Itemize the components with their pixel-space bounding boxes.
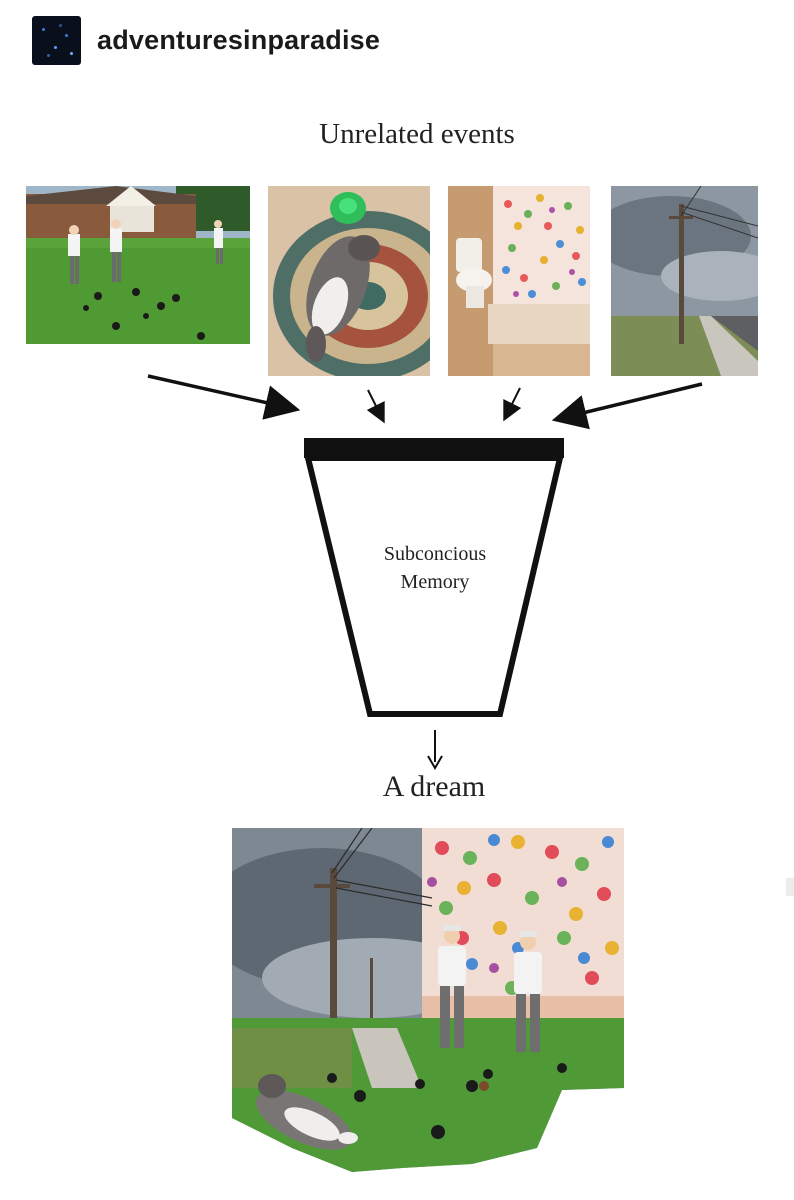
lawn-bowling-photo [26,186,250,344]
post-header: adventuresinparadise [32,14,380,66]
starfield-avatar-icon[interactable] [32,15,81,65]
scroll-indicator[interactable] [786,878,794,896]
funnel-label-line2: Memory [400,571,470,593]
funnel-label-line1: Subconcious [383,543,487,565]
bathroom-photo [448,186,590,376]
username-link[interactable]: adventuresinparadise [97,24,381,55]
result-label: A dream [382,770,486,803]
dream-collage-photo [232,828,624,1174]
output-arrow [425,728,445,770]
input-arrows [0,360,794,430]
cat-on-rug-photo [268,186,430,376]
subconscious-memory-funnel [300,432,570,722]
power-lines-road-photo [611,186,758,376]
diagram-title: Unrelated events [319,118,515,150]
funnel-label: Subconcious Memory [330,540,540,596]
